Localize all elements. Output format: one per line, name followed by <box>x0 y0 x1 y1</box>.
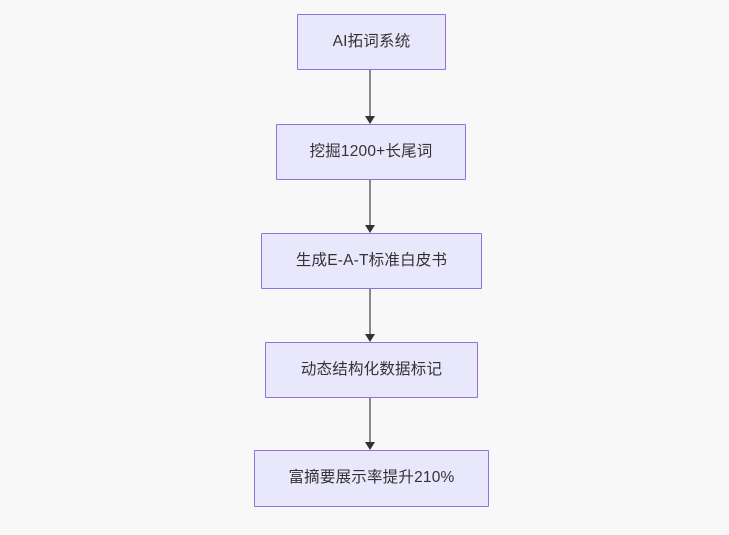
arrowhead-icon <box>365 116 375 124</box>
flow-node-rich-snippet-impression-lift[interactable]: 富摘要展示率提升210% <box>254 450 489 507</box>
arrowhead-icon <box>365 225 375 233</box>
edge-n2-n3 <box>365 180 376 233</box>
edge-n3-n4 <box>365 289 376 342</box>
flow-node-label: AI拓词系统 <box>332 32 411 50</box>
edge-n4-n5 <box>365 398 376 450</box>
flow-node-label: 富摘要展示率提升210% <box>288 469 455 487</box>
flow-node-generate-eat-whitepaper[interactable]: 生成E-A-T标准白皮书 <box>261 233 482 289</box>
flow-node-mine-longtail-keywords[interactable]: 挖掘1200+长尾词 <box>276 124 466 180</box>
flow-node-label: 动态结构化数据标记 <box>300 360 443 378</box>
edge-line <box>369 70 371 117</box>
flow-node-label: 挖掘1200+长尾词 <box>309 142 433 160</box>
edge-line <box>369 398 371 443</box>
arrowhead-icon <box>365 442 375 450</box>
edge-line <box>369 289 371 335</box>
flow-node-label: 生成E-A-T标准白皮书 <box>295 251 448 269</box>
arrowhead-icon <box>365 334 375 342</box>
edge-n1-n2 <box>365 70 376 124</box>
flow-node-dynamic-structured-data-markup[interactable]: 动态结构化数据标记 <box>265 342 478 398</box>
flow-node-ai-keyword-system[interactable]: AI拓词系统 <box>297 14 446 70</box>
edge-line <box>369 180 371 226</box>
